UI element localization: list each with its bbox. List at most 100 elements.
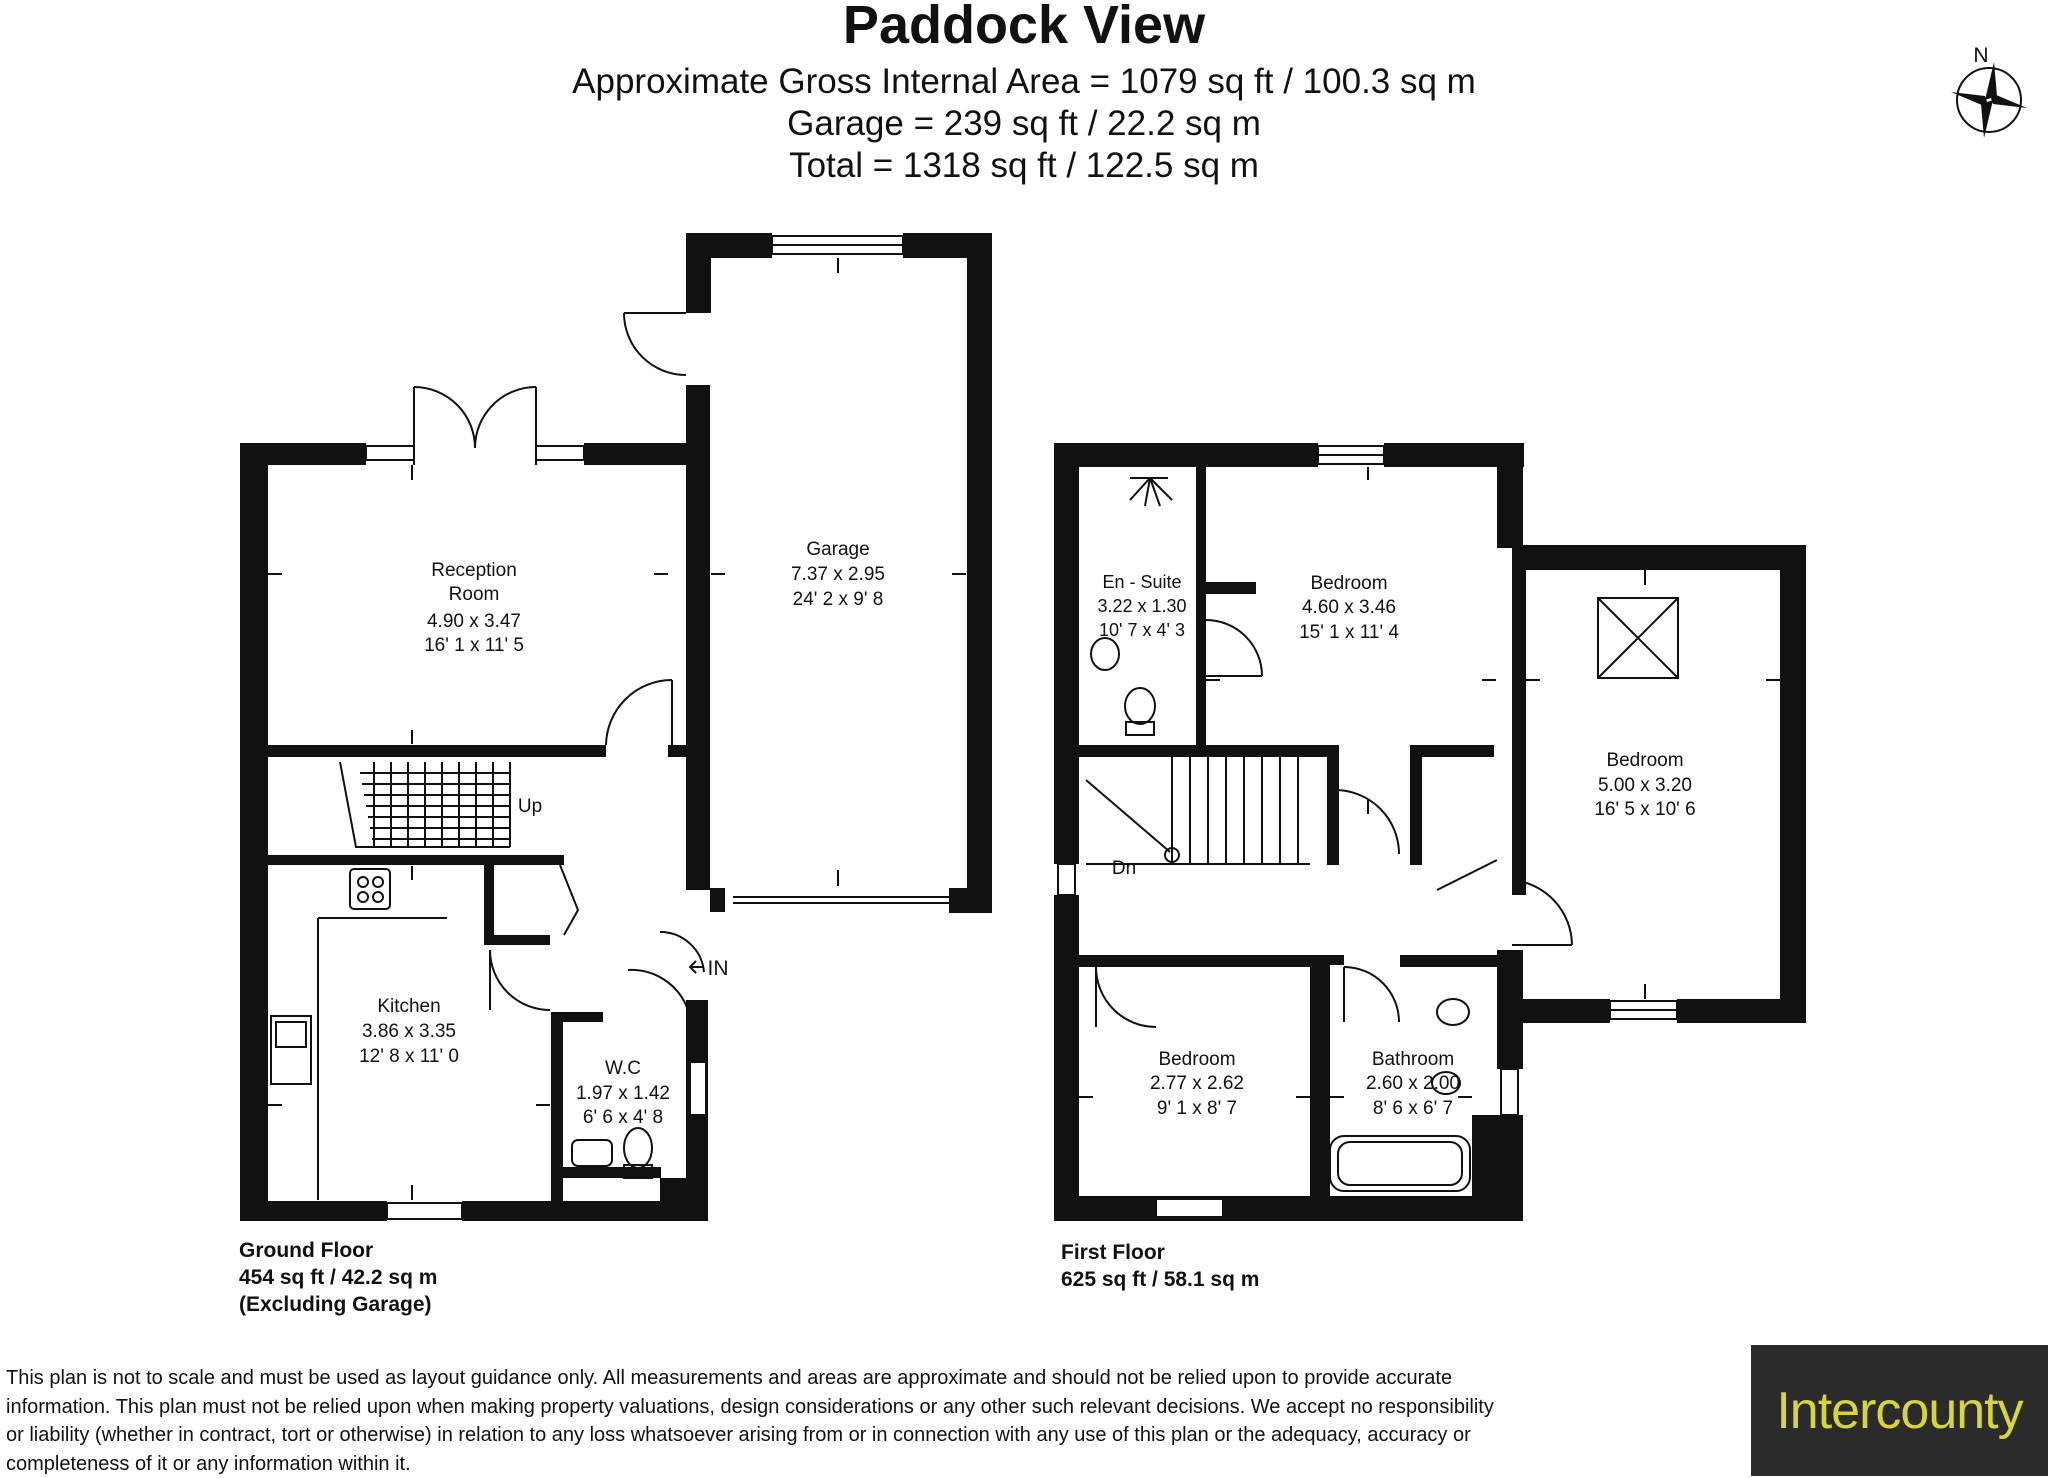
gross-area-text: Approximate Gross Internal Area = 1079 s…	[572, 62, 1476, 101]
first-floor-openings	[1057, 445, 1679, 1218]
bathroom-imperial: 8' 6 x 6' 7	[1373, 1098, 1453, 1119]
ground-floor-summary: Ground Floor 454 sq ft / 42.2 sq m (Excl…	[239, 1237, 437, 1318]
interior-wall	[551, 1167, 661, 1178]
garage-name: Garage	[806, 539, 869, 560]
first-floor-name: First Floor	[1061, 1241, 1165, 1264]
bedroom-2-metric: 5.00 x 3.20	[1598, 775, 1692, 796]
interior-wall	[268, 745, 606, 757]
bedroom-3-name: Bedroom	[1158, 1049, 1235, 1070]
ensuite-metric: 3.22 x 1.30	[1097, 596, 1186, 616]
first-floor-wall	[1497, 1115, 1523, 1221]
wc-metric: 1.97 x 1.42	[576, 1083, 670, 1104]
garage-wall	[949, 888, 992, 913]
wc-label: W.C 1.97 x 1.42 6' 6 x 4' 8	[576, 1058, 670, 1128]
interior-wall	[484, 855, 494, 945]
interior-wall	[484, 935, 550, 945]
first-floor-interior-wall	[1400, 955, 1510, 967]
interior-wall	[268, 855, 564, 865]
garage-wall	[686, 233, 711, 313]
interior-wall	[668, 745, 686, 757]
reception-room-label: Reception Room 4.90 x 3.47 16' 1 x 11' 5	[424, 560, 524, 656]
interior-wall	[551, 1012, 603, 1022]
garage-wall	[686, 385, 710, 890]
compass-label: N	[1973, 44, 1988, 67]
intercounty-logo: Intercounty	[1751, 1345, 2048, 1476]
bathroom-name: Bathroom	[1372, 1049, 1454, 1070]
reception-imperial: 16' 1 x 11' 5	[424, 635, 524, 656]
total-area-text: Total = 1318 sq ft / 122.5 sq m	[789, 146, 1259, 185]
entrance-label: IN	[708, 957, 729, 980]
first-floor-interior-wall	[1327, 745, 1339, 865]
ensuite-name: En - Suite	[1102, 572, 1181, 592]
bedroom-1-imperial: 15' 1 x 11' 4	[1299, 622, 1399, 643]
entrance-arrow-icon	[688, 960, 704, 974]
first-floor-interior-wall	[1154, 955, 1310, 967]
stairs-up-label: Up	[518, 796, 542, 817]
house-wall	[240, 443, 268, 1221]
first-floor-interior-wall	[1330, 955, 1344, 965]
garage-imperial: 24' 2 x 9' 8	[793, 589, 884, 610]
bedroom-2-imperial: 16' 5 x 10' 6	[1594, 799, 1695, 820]
house-wall	[462, 1201, 708, 1221]
house-wall	[240, 1201, 387, 1221]
first-floor-interior-wall	[1079, 955, 1159, 967]
first-floor-wall	[1512, 545, 1526, 895]
first-floor-wall	[1054, 443, 1318, 467]
brand-name: Intercounty	[1776, 1381, 2023, 1440]
first-floor-wall	[1677, 999, 1806, 1023]
reception-name-2: Room	[449, 584, 500, 605]
garage-label: Garage 7.37 x 2.95 24' 2 x 9' 8	[791, 539, 885, 610]
interior-wall	[551, 1012, 563, 1201]
first-floor-wall	[1497, 1025, 1523, 1069]
first-floor-area: 625 sq ft / 58.1 sq m	[1061, 1268, 1260, 1291]
first-floor-wall	[1497, 443, 1523, 548]
first-floor-summary: First Floor 625 sq ft / 58.1 sq m	[1061, 1239, 1259, 1293]
bathroom-metric: 2.60 x 2.00	[1366, 1073, 1460, 1094]
bedroom-3-metric: 2.77 x 2.62	[1150, 1073, 1244, 1094]
first-floor-wall	[1054, 443, 1079, 864]
bedroom-3-label: Bedroom 2.77 x 2.62 9' 1 x 8' 7	[1150, 1049, 1244, 1119]
wc-imperial: 6' 6 x 4' 8	[583, 1107, 663, 1128]
interior-wall	[484, 855, 564, 865]
kitchen-name: Kitchen	[377, 996, 440, 1017]
first-floor-interior-wall	[1472, 1115, 1497, 1196]
bedroom-3-imperial: 9' 1 x 8' 7	[1157, 1098, 1237, 1119]
ensuite-imperial: 10' 7 x 4' 3	[1099, 620, 1185, 640]
ground-floor-openings	[270, 235, 949, 1220]
ground-floor-plan	[240, 233, 992, 1221]
first-floor-interior-wall	[1196, 467, 1206, 745]
bedroom-1-name: Bedroom	[1310, 573, 1387, 594]
kitchen-imperial: 12' 8 x 11' 0	[359, 1046, 459, 1067]
disclaimer-text: This plan is not to scale and must be us…	[6, 1367, 1494, 1475]
bedroom-2-name: Bedroom	[1606, 750, 1683, 771]
kitchen-metric: 3.86 x 3.35	[362, 1021, 456, 1042]
bathroom-label: Bathroom 2.60 x 2.00 8' 6 x 6' 7	[1366, 1049, 1460, 1119]
bedroom-2-label: Bedroom 5.00 x 3.20 16' 5 x 10' 6	[1594, 750, 1695, 820]
bedroom-1-metric: 4.60 x 3.46	[1302, 597, 1396, 618]
garage-wall	[967, 233, 992, 913]
first-floor-interior-wall	[1196, 582, 1256, 594]
first-floor-plan	[1054, 443, 1806, 1221]
first-floor-wall	[1512, 999, 1610, 1023]
first-floor-interior-wall	[1322, 955, 1330, 1196]
ground-floor-note: (Excluding Garage)	[239, 1293, 432, 1316]
reception-name-1: Reception	[431, 560, 517, 581]
first-floor-wall	[1054, 1196, 1523, 1221]
reception-metric: 4.90 x 3.47	[427, 611, 521, 632]
kitchen-label: Kitchen 3.86 x 3.35 12' 8 x 11' 0	[359, 996, 459, 1067]
ground-floor-area: 454 sq ft / 42.2 sq m	[239, 1266, 438, 1289]
plan-title: Paddock View	[842, 0, 1206, 55]
garage-metric: 7.37 x 2.95	[791, 564, 885, 585]
ground-floor-name: Ground Floor	[239, 1239, 374, 1262]
garage-wall	[710, 888, 725, 912]
first-floor-interior-wall	[1410, 745, 1494, 757]
first-floor-interior-wall	[1497, 950, 1523, 1025]
first-floor-wall	[1054, 895, 1079, 1221]
wc-name: W.C	[605, 1058, 641, 1079]
ensuite-label: En - Suite 3.22 x 1.30 10' 7 x 4' 3	[1097, 572, 1186, 640]
house-wall	[660, 1178, 708, 1221]
garage-area-text: Garage = 239 sq ft / 22.2 sq m	[787, 104, 1261, 143]
first-floor-interior-wall	[1079, 745, 1327, 757]
first-floor-wall	[1780, 545, 1806, 1023]
